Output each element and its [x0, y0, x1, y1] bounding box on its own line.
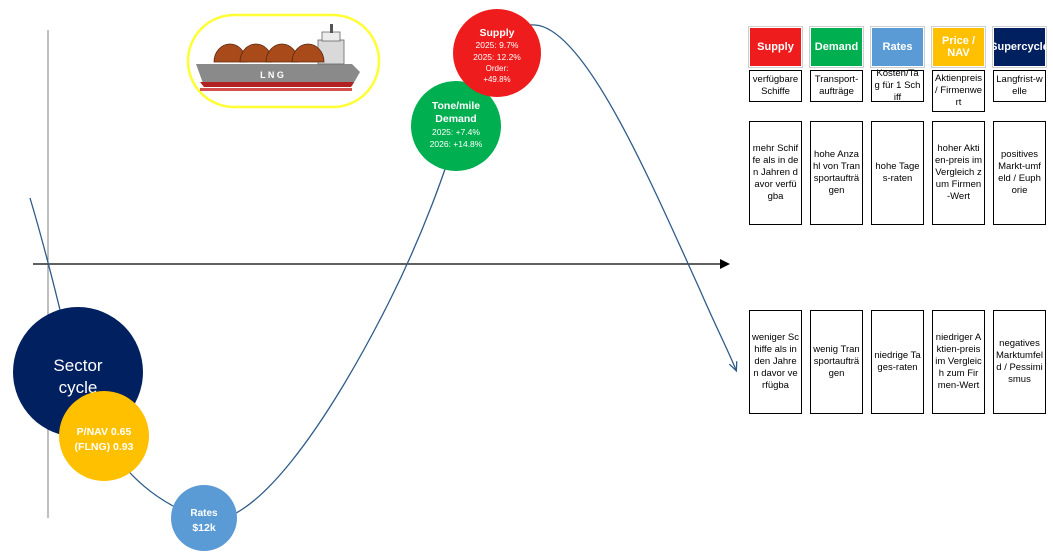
demand-line2: Demand	[435, 113, 476, 125]
high-price-nav: hoher Aktien-preis im Vergleich zum Firm…	[932, 121, 985, 225]
low-supercycle: negatives Marktumfeld / Pessimismus	[993, 310, 1046, 414]
rates-bubble: Rates $12k	[171, 485, 237, 551]
header-supercycle: Supercycle	[990, 26, 1049, 68]
ship-hull-text: L N G	[260, 70, 284, 80]
pnav-line1: P/NAV 0.65	[77, 426, 132, 438]
supply-line3: 2025: 12.2%	[473, 52, 521, 62]
sector-cycle-line1: Sector	[53, 356, 102, 375]
pnav-line2: (FLNG) 0.93	[75, 441, 134, 453]
supply-line5: +49.8%	[483, 75, 510, 84]
header-price-nav: Price / NAV	[931, 26, 986, 68]
supply-line2: 2025: 9.7%	[475, 40, 518, 50]
sector-cycle-line2: cycle	[59, 378, 98, 397]
definition-rates: Kosten/Tag für 1 Schiff	[871, 68, 924, 103]
header-demand: Demand	[809, 26, 864, 68]
demand-line1: Tone/mile	[432, 100, 480, 112]
high-supply: mehr Schiffe als in den Jahren davor ver…	[749, 121, 802, 225]
demand-line3: 2025: +7.4%	[432, 127, 480, 137]
definition-price-nav: Aktienpreis / Firmenwert	[932, 70, 985, 112]
header-supply: Supply	[748, 26, 803, 68]
rates-line1: Rates	[190, 508, 218, 519]
demand-line4: 2026: +14.8%	[430, 139, 483, 149]
demand-bubble: Tone/mile Demand 2025: +7.4% 2026: +14.8…	[411, 81, 501, 171]
high-rates: hohe Tages-raten	[871, 121, 924, 225]
supply-bubble: Supply 2025: 9.7% 2025: 12.2% Order: +49…	[453, 9, 541, 97]
pnav-bubble: P/NAV 0.65 (FLNG) 0.93	[59, 391, 149, 481]
rates-line2: $12k	[192, 522, 216, 534]
high-demand: hohe Anzahl von Transportaufträgen	[810, 121, 863, 225]
low-supply: weniger Schiffe als in den Jahren davor …	[749, 310, 802, 414]
definition-supercycle: Langfrist-welle	[993, 70, 1046, 102]
high-supercycle: positives Markt-umfeld / Euphorie	[993, 121, 1046, 225]
low-rates: niedrige Tages-raten	[871, 310, 924, 414]
supply-line4: Order:	[486, 64, 509, 73]
low-price-nav: niedriger Aktien-preis im Vergleich zum …	[932, 310, 985, 414]
lng-ship-frame: L N G	[186, 13, 381, 109]
definition-demand: Transport-aufträge	[810, 70, 863, 102]
supply-line1: Supply	[479, 27, 514, 39]
low-demand: wenig Transportaufträgen	[810, 310, 863, 414]
header-rates: Rates	[870, 26, 925, 68]
definition-supply: verfügbare Schiffe	[749, 70, 802, 102]
lng-tanker-icon: L N G	[196, 24, 360, 91]
